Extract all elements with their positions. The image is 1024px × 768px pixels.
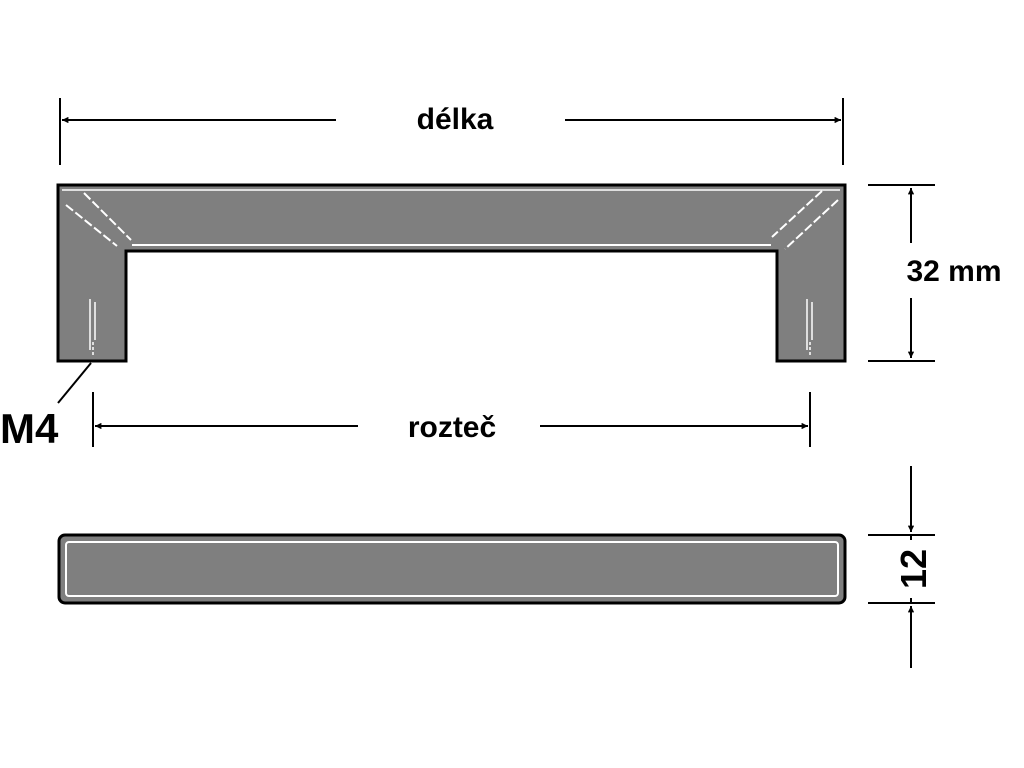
thickness-label-background xyxy=(893,540,933,598)
left-miter-line-2 xyxy=(83,192,132,241)
spacing-dimension: rozteč xyxy=(92,392,811,447)
right-miter-line-1 xyxy=(784,199,839,250)
thread-callout: M4 xyxy=(0,362,92,452)
handle-front-view xyxy=(56,183,847,363)
left-miter-line-1 xyxy=(65,204,118,247)
length-dimension: délka xyxy=(59,98,844,165)
height-dimension: 32 mm xyxy=(868,184,1002,362)
handle-body xyxy=(56,183,847,363)
handle-side-view xyxy=(57,533,847,605)
thread-leader-line xyxy=(57,362,92,404)
thickness-dimension: 12 xyxy=(868,466,935,668)
side-view-body xyxy=(57,533,847,605)
side-view-highlight xyxy=(65,541,839,597)
thread-label: M4 xyxy=(0,405,59,452)
left-thread-hole xyxy=(89,299,96,356)
length-label: délka xyxy=(417,103,494,136)
right-miter-line-2 xyxy=(771,190,823,238)
right-thread-hole xyxy=(806,299,813,356)
height-label: 32 mm xyxy=(906,255,1001,288)
thickness-label: 12 xyxy=(893,549,934,589)
spacing-label: rozteč xyxy=(408,411,496,444)
